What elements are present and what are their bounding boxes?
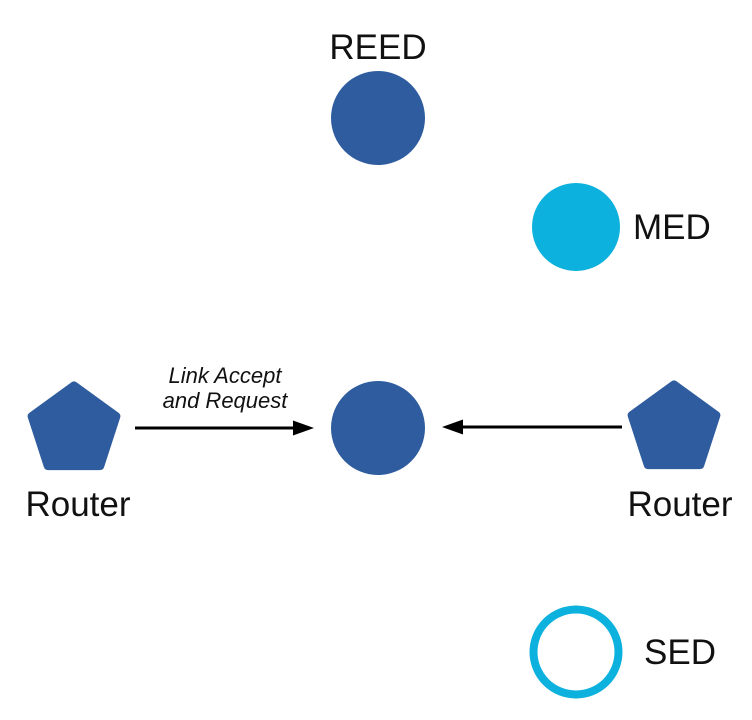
med-node-circle [532,183,620,271]
router-left-pentagon [27,381,121,471]
edge-label-line2: and Request [163,388,289,413]
arrow-left-head [293,420,314,436]
arrow-right-head [442,419,463,435]
router-right-label: Router [627,485,732,524]
router-left-label: Router [25,485,130,524]
reed-node-label: REED [329,28,426,67]
med-node-label: MED [633,208,711,247]
sed-node-label: SED [644,633,716,672]
sed-node-circle [529,605,623,699]
router-right-pentagon [627,380,721,470]
center-node-circle [331,381,425,475]
reed-node-circle [331,71,425,165]
edge-label-line1: Link Accept [169,363,283,388]
